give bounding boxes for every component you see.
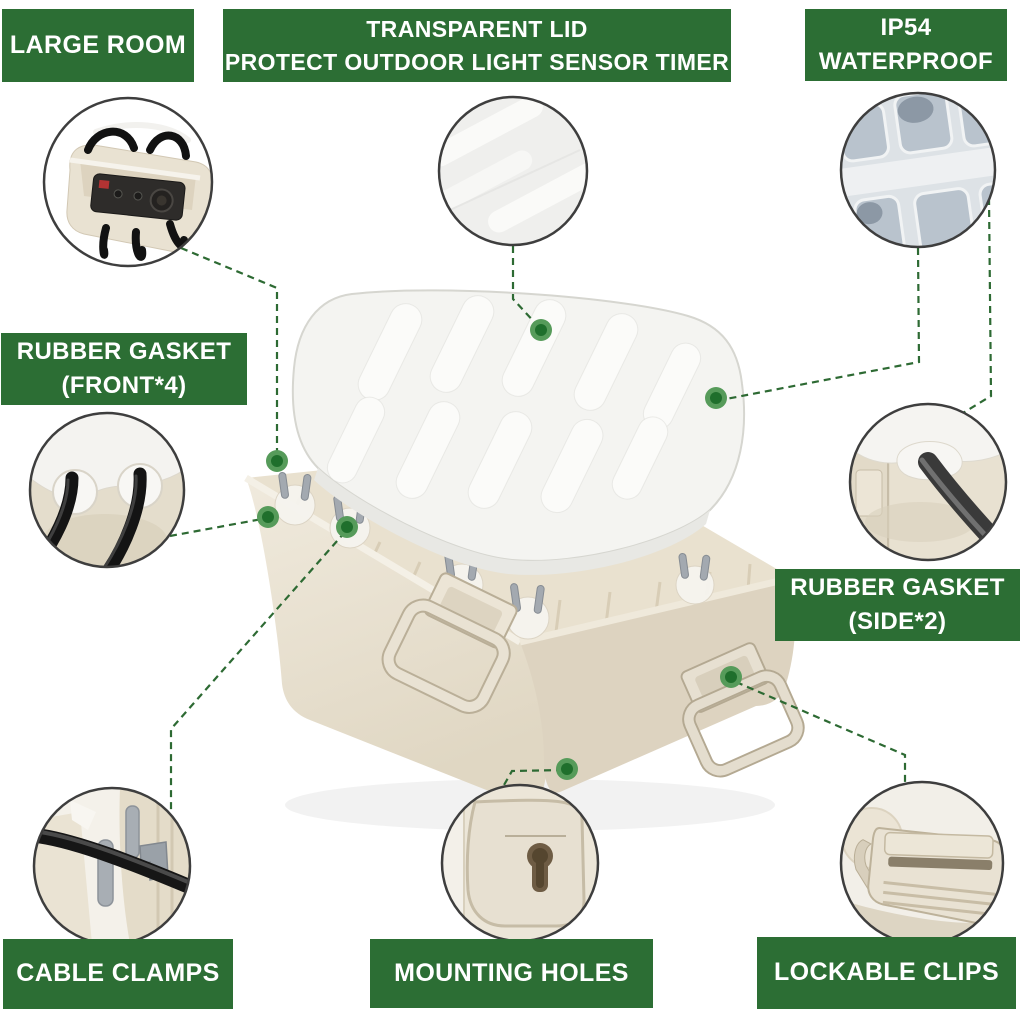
leader-cable-clamps [169, 531, 346, 812]
label-large-room-text: LARGE ROOM [9, 30, 187, 59]
dot-lockable-clips [720, 666, 742, 688]
callout-waterproof-lid-photo [839, 91, 997, 249]
label-rubber-gasket-front: RUBBER GASKET (FRONT*4) [1, 333, 247, 405]
label-ip54-line2: WATERPROOF [818, 48, 994, 75]
callout-lockable-clips-photo [839, 780, 1005, 946]
label-lockable-clips: LOCKABLE CLIPS [757, 937, 1016, 1009]
leader-waterproof-to-side-gasket [962, 197, 993, 414]
callout-gasket-side-photo [848, 402, 1008, 562]
callout-cable-clamps-photo [32, 786, 192, 946]
label-transparent-lid: TRANSPARENT LID PROTECT OUTDOOR LIGHT SE… [223, 9, 731, 82]
leader-waterproof-to-lid [725, 247, 921, 401]
label-cable-clamps: CABLE CLAMPS [3, 939, 233, 1009]
dot-mounting-holes [556, 758, 578, 780]
label-mounting-holes: MOUNTING HOLES [370, 939, 653, 1008]
label-cable-clamps-text: CABLE CLAMPS [16, 959, 220, 988]
callout-transparent-lid-photo [437, 95, 589, 247]
label-mounting-holes-text: MOUNTING HOLES [394, 958, 629, 987]
dot-cable-clamps [336, 516, 358, 538]
leader-lines [169, 197, 993, 812]
label-gasket-side-line1: RUBBER GASKET [790, 573, 1005, 601]
product-photo-waterproof-box [244, 289, 805, 831]
anchor-dots [257, 319, 742, 780]
dot-transparent-lid [530, 319, 552, 341]
label-lockable-clips-text: LOCKABLE CLIPS [773, 958, 1000, 987]
label-gasket-front-line1: RUBBER GASKET [16, 337, 232, 365]
label-ip54-waterproof: IP54 WATERPROOF [805, 9, 1007, 81]
leader-lockable-clips [735, 680, 907, 786]
label-transparent-lid-line2: PROTECT OUTDOOR LIGHT SENSOR TIMER [224, 48, 730, 75]
dot-gasket-front [257, 506, 279, 528]
box-right-face [520, 578, 796, 793]
leader-gasket-front [169, 517, 263, 538]
label-ip54-line1: IP54 [880, 13, 932, 41]
callout-large-room-photo [42, 96, 214, 268]
callout-gasket-front-photo [28, 411, 186, 569]
label-transparent-lid-line1: TRANSPARENT LID [366, 15, 588, 42]
dot-waterproof [705, 387, 727, 409]
cables [84, 127, 190, 261]
dot-large-room [266, 450, 288, 472]
leader-transparent-lid [511, 246, 539, 327]
label-large-room: LARGE ROOM [2, 9, 194, 82]
callout-mounting-holes-photo [440, 783, 600, 943]
label-gasket-side-line2: (SIDE*2) [848, 608, 947, 635]
power-strip-timer [90, 173, 186, 221]
left-latch [381, 572, 518, 714]
label-gasket-front-line2: (FRONT*4) [61, 372, 187, 399]
label-rubber-gasket-side: RUBBER GASKET (SIDE*2) [775, 569, 1020, 641]
leader-mounting-holes [503, 768, 564, 786]
